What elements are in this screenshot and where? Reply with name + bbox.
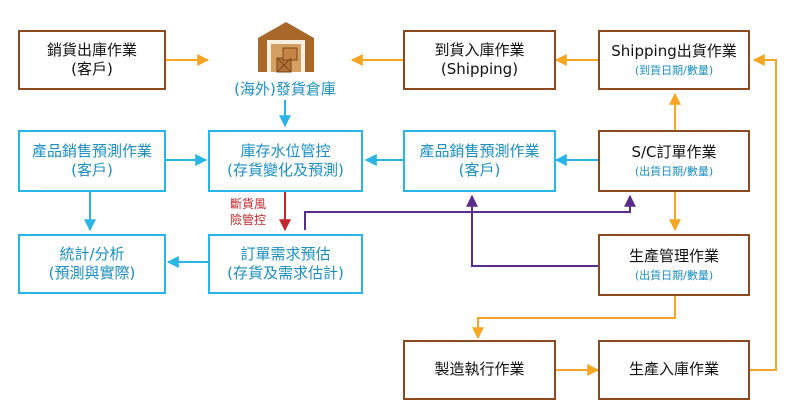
sales-shipping-title: 銷貨出庫作業 [46, 40, 137, 59]
forecast-left-title: 產品銷售預測作業 [31, 141, 152, 160]
stockout-risk-label: 斷貨風 險管控 [228, 196, 268, 228]
manufacturing-box[interactable]: 製造執行作業 [403, 340, 556, 400]
shipping-out-box[interactable]: Shipping出貨作業 (到貨日期/數量) [598, 30, 750, 90]
forecast-mid-subtitle: (客戶) [458, 161, 501, 179]
production-inbound-title: 生產入庫作業 [628, 360, 719, 379]
stockout-risk-line2: 險管控 [229, 213, 266, 228]
order-demand-box[interactable]: 訂單需求預估 (存貨及需求估計) [208, 234, 363, 294]
arrow-inbound-to-shipping [750, 54, 777, 371]
production-mgmt-sub: (出貨日期/數量) [634, 268, 714, 282]
inbound-shipping-subtitle: (Shipping) [440, 60, 519, 78]
forecast-customer-left-box[interactable]: 產品銷售預測作業 (客戶) [18, 130, 166, 192]
production-inbound-box[interactable]: 生產入庫作業 [598, 340, 750, 400]
production-mgmt-title: 生產管理作業 [628, 247, 719, 266]
stockout-risk-line1: 斷貨風 [229, 197, 266, 211]
inbound-shipping-box[interactable]: 到貨入庫作業 (Shipping) [403, 30, 556, 90]
sales-shipping-subtitle: (客戶) [71, 60, 113, 78]
inventory-control-subtitle: (存貨變化及預測) [227, 161, 344, 179]
warehouse-label: (海外)發貨倉庫 [234, 80, 336, 98]
sc-order-title: S/C訂單作業 [631, 143, 717, 162]
order-demand-subtitle: (存貨及需求估計) [227, 264, 344, 282]
statistics-subtitle: (預測與實際) [48, 264, 136, 282]
arrow-production-to-manufacturing [472, 296, 676, 340]
inbound-shipping-title: 到貨入庫作業 [434, 40, 525, 59]
warehouse-icon [254, 18, 318, 74]
shipping-out-title: Shipping出貨作業 [611, 42, 737, 61]
forecast-left-subtitle: (客戶) [71, 161, 113, 179]
sc-order-box[interactable]: S/C訂單作業 (出貨日期/數量) [598, 130, 750, 192]
sc-order-sub: (出貨日期/數量) [634, 164, 714, 178]
sales-shipping-customer-box[interactable]: 銷貨出庫作業 (客戶) [18, 30, 166, 90]
inventory-control-box[interactable]: 庫存水位管控 (存貨變化及預測) [208, 130, 363, 192]
statistics-box[interactable]: 統計/分析 (預測與實際) [18, 234, 166, 294]
arrow-demand-to-sc [304, 194, 636, 230]
forecast-customer-mid-box[interactable]: 產品銷售預測作業 (客戶) [403, 130, 556, 192]
order-demand-title: 訂單需求預估 [240, 244, 331, 263]
statistics-title: 統計/分析 [59, 244, 125, 263]
arrow-production-to-forecast-mid [466, 194, 598, 267]
production-mgmt-box[interactable]: 生產管理作業 (出貨日期/數量) [598, 234, 750, 296]
manufacturing-title: 製造執行作業 [434, 360, 525, 379]
inventory-control-title: 庫存水位管控 [240, 141, 331, 160]
shipping-out-sub: (到貨日期/數量) [634, 63, 714, 77]
forecast-mid-title: 產品銷售預測作業 [419, 141, 540, 160]
